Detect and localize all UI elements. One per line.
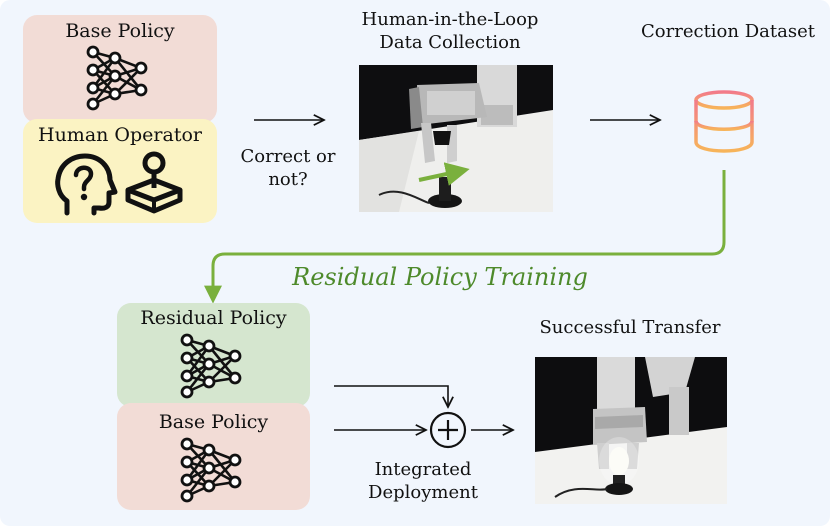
transfer-photo <box>535 357 727 504</box>
residual-policy-label: Residual Policy <box>140 307 287 329</box>
bottom-base-policy-label: Base Policy <box>158 411 269 433</box>
successful-transfer-title: Successful Transfer <box>539 317 721 338</box>
head-question-icon <box>55 153 118 216</box>
hitl-title: Human-in-the-Loop Data Collection <box>361 9 539 54</box>
residual-policy-box <box>117 303 310 407</box>
correct-or-not-label: Correct or not? <box>240 146 336 191</box>
base-policy-box <box>23 15 217 123</box>
human-operator-box <box>23 119 217 223</box>
integrated-deployment-label: Integrated Deployment <box>368 459 478 504</box>
top-base-policy-label: Base Policy <box>65 20 175 42</box>
plus-circle-icon <box>429 411 467 449</box>
residual-policy-training-label: Residual Policy Training <box>292 263 588 291</box>
database-icon <box>694 90 754 153</box>
correction-dataset-title: Correction Dataset <box>641 21 815 42</box>
human-operator-label: Human Operator <box>38 124 202 146</box>
hitl-photo <box>359 65 553 212</box>
joystick-icon <box>125 151 183 214</box>
